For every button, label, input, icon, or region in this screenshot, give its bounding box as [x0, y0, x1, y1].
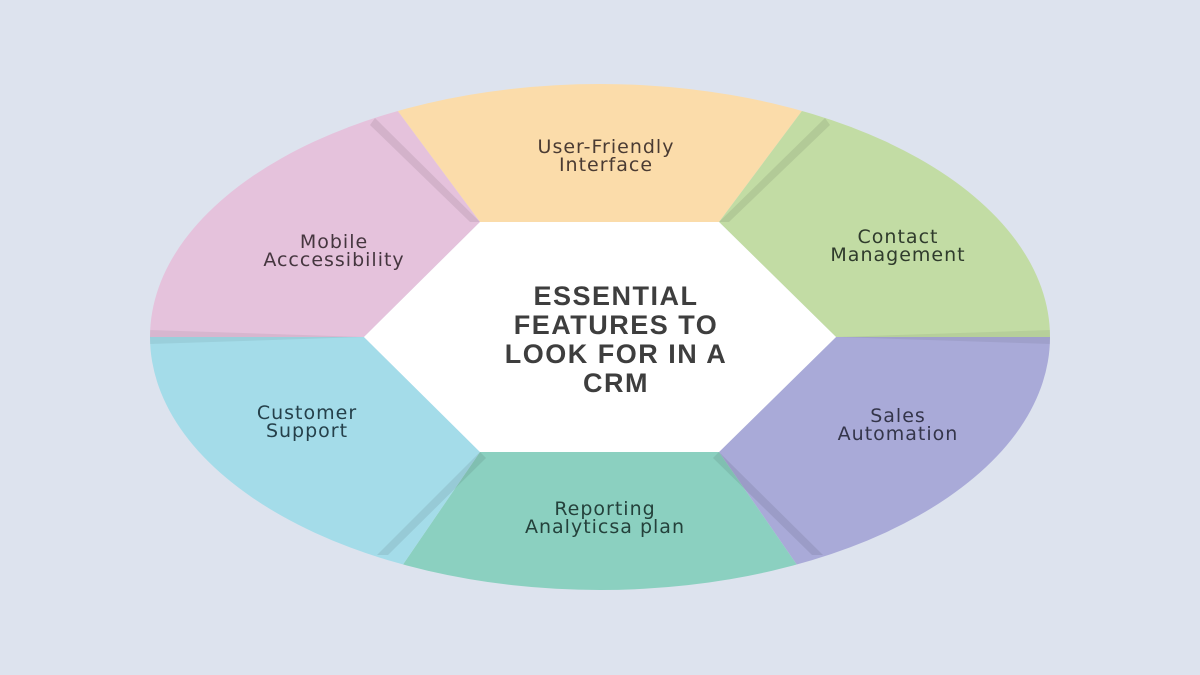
label-line: Customer [256, 402, 358, 424]
label-line: Sales [870, 405, 926, 427]
label-customer-support: Customer Support [256, 402, 358, 442]
label-line: Acccessibility [263, 249, 405, 271]
label-line: User-Friendly [537, 136, 675, 158]
label-line: Support [265, 420, 349, 442]
label-reporting-analytics: Reporting Analyticsa plan [525, 498, 685, 538]
label-line: Interface [558, 154, 654, 176]
title-line: ESSENTIAL [533, 281, 699, 311]
fold-shadow [370, 118, 480, 222]
label-mobile-accessibility: Mobile Acccessibility [263, 231, 405, 271]
label-line: Contact [857, 226, 939, 248]
label-line: Automation [837, 423, 959, 445]
title-line: CRM [583, 368, 649, 398]
center-title: ESSENTIAL FEATURES TO LOOK FOR IN A CRM [505, 282, 728, 398]
fold-shadow [713, 452, 823, 555]
label-line: Mobile [299, 231, 369, 253]
label-contact-management: Contact Management [830, 226, 966, 266]
label-sales-automation: Sales Automation [837, 405, 959, 445]
segment-user-friendly-interface [360, 84, 840, 222]
fold-shadow [719, 118, 830, 222]
fold-shadow [150, 330, 364, 344]
label-line: Analyticsa plan [525, 516, 685, 538]
fold-shadow [377, 452, 486, 555]
segment-reporting-analytics [365, 452, 835, 590]
fold-shadow [836, 330, 1050, 344]
label-user-friendly-interface: User-Friendly Interface [537, 136, 675, 176]
title-line: LOOK FOR IN A [504, 339, 728, 369]
center-hexagon [364, 222, 836, 452]
title-line: FEATURES TO [513, 310, 719, 340]
label-line: Management [830, 244, 966, 266]
segment-ring [150, 84, 1050, 590]
label-line: Reporting [554, 498, 656, 520]
